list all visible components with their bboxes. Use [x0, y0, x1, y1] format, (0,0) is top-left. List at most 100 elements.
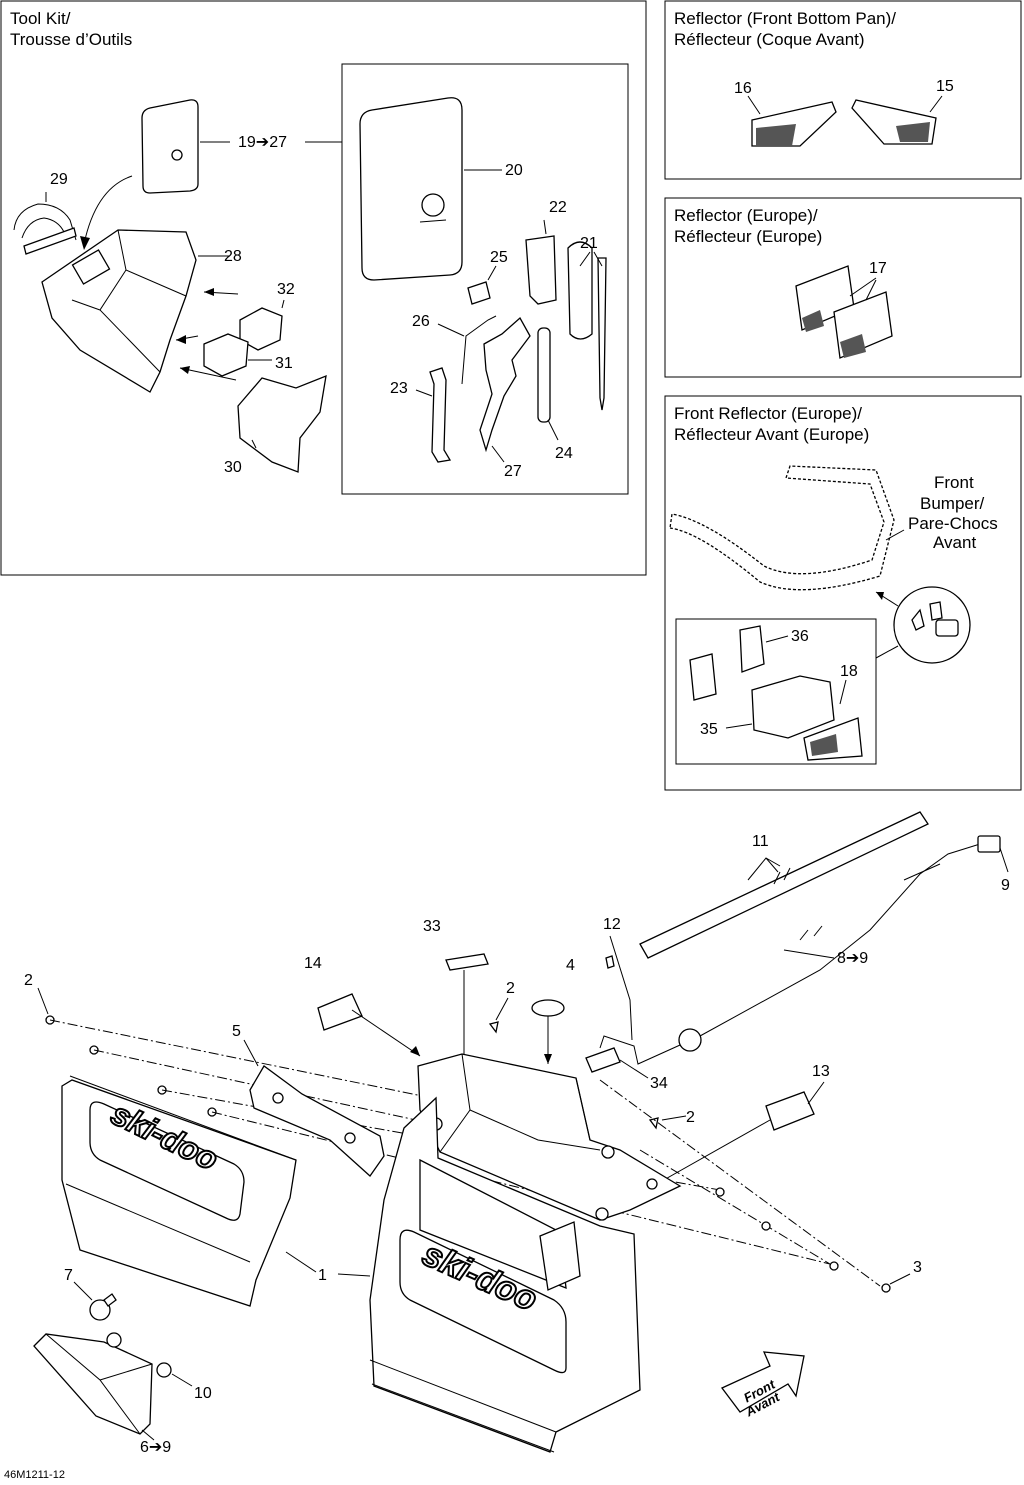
front-reflector-europe-title-line1: Front Reflector (Europe)/	[674, 404, 862, 423]
callout-8-9: 8➔9	[837, 950, 868, 967]
callout-31: 31	[275, 355, 293, 372]
part-15-reflective-area	[896, 122, 930, 142]
callout-2-left: 2	[24, 972, 33, 989]
part-35-housing	[751, 675, 835, 739]
pan-recess	[419, 1158, 567, 1290]
callout-34: 34	[650, 1075, 668, 1092]
part-29-strap-base	[23, 227, 77, 255]
part-25-clip	[467, 281, 491, 305]
part-10-grommet	[156, 1362, 172, 1378]
callout-5: 5	[232, 1023, 241, 1040]
leader-7	[73, 1281, 93, 1301]
callout-7: 7	[64, 1267, 73, 1284]
reflector-europe-title-line2: Réflecteur (Europe)	[674, 227, 822, 246]
callout-25: 25	[490, 249, 508, 266]
callout-9: 9	[1001, 877, 1010, 894]
leader-17	[849, 277, 877, 301]
install-arrow-pouch	[83, 175, 133, 245]
leader-25	[487, 265, 497, 281]
part-17a-reflective-area	[802, 310, 824, 332]
leader-23	[415, 389, 433, 397]
part-18-reflective-area	[810, 734, 838, 756]
part-31-pad	[203, 333, 249, 377]
leader-12	[609, 935, 633, 1041]
leader-26	[437, 323, 465, 337]
magnifier-link	[875, 645, 899, 659]
front-reflector-europe-frame	[664, 395, 1022, 791]
front-direction-arrow-icon	[720, 1351, 805, 1413]
callout-16: 16	[734, 80, 752, 97]
callout-32: 32	[277, 281, 295, 298]
callout-28: 28	[224, 248, 242, 265]
tool-kit-title-line1: Tool Kit/	[10, 9, 71, 28]
part-26-hex-key	[461, 315, 497, 385]
part-36-bracket-b	[689, 653, 717, 701]
fastener-2	[488, 1021, 499, 1034]
part-16-reflective-area	[756, 124, 796, 146]
arrow-head-icon	[176, 335, 186, 344]
part-28-slot	[71, 249, 111, 285]
callout-33: 33	[423, 918, 441, 935]
bumper-label-line4: Avant	[933, 533, 976, 552]
callout-6-9: 6➔9	[140, 1439, 171, 1456]
bumper-label-line3: Pare-Chocs	[908, 514, 998, 533]
arrow-head-icon	[204, 288, 214, 296]
front-bottom-pan-title-line2: Réflecteur (Coque Avant)	[674, 30, 865, 49]
leader-24	[547, 419, 559, 441]
front-reflector-europe-title-line2: Réflecteur Avant (Europe)	[674, 425, 869, 444]
callout-35: 35	[700, 721, 718, 738]
part-23-wrench	[429, 367, 452, 463]
diagram-code: 46M1211-12	[4, 1469, 65, 1481]
leader-34	[619, 1059, 649, 1079]
harness-sleeve	[903, 863, 941, 881]
callout-30: 30	[224, 459, 242, 476]
part-14-decal	[317, 993, 363, 1031]
callout-27: 27	[504, 463, 522, 480]
front-bottom-pan-title-line1: Reflector (Front Bottom Pan)/	[674, 9, 896, 28]
bumper-label-line1: Front	[934, 473, 974, 492]
leader-27	[491, 445, 505, 463]
reflector-europe-frame	[664, 197, 1022, 378]
pan-bottom-edge	[369, 1359, 557, 1453]
part-34-label	[585, 1047, 621, 1073]
leaders-15-16	[747, 95, 943, 115]
part-28-holder-edges	[71, 229, 187, 373]
reflector-europe-title-line1: Reflector (Europe)/	[674, 206, 818, 225]
callout-1: 1	[318, 1267, 327, 1284]
part-21-screwdriver-shaft	[597, 257, 607, 411]
part-9-connector	[977, 835, 1001, 853]
callout-11: 11	[752, 833, 769, 850]
tool-pouch-small	[141, 99, 199, 194]
part-8-harness	[599, 843, 981, 1065]
part-7-bulb	[89, 1299, 111, 1321]
callout-15: 15	[936, 78, 954, 95]
leader-9	[999, 847, 1009, 873]
part-27-multitool	[479, 316, 531, 453]
pouch-brand-badge-icon	[421, 193, 445, 217]
arrow-head-icon	[180, 366, 190, 374]
leader-8-9	[783, 949, 835, 959]
detail-brackets	[911, 601, 943, 631]
nut-3	[881, 1283, 891, 1293]
tool-kit-panel-frame	[0, 0, 647, 576]
pan-recess-side	[539, 1221, 581, 1291]
part-6-light	[33, 1333, 153, 1435]
callout-24: 24	[555, 445, 573, 462]
pouch-badge-stripe	[419, 219, 447, 223]
part-24-bar	[537, 327, 551, 423]
bracket-hole	[344, 1132, 356, 1144]
part-20-pouch	[359, 97, 463, 281]
part-33-label	[445, 953, 489, 971]
part-36-bracket-a	[739, 625, 765, 673]
harness-break-marks	[799, 925, 823, 941]
callout-12: 12	[603, 916, 621, 933]
leader-14	[351, 1009, 421, 1057]
pouch-logo-icon	[171, 149, 183, 161]
part-12-screw	[605, 955, 615, 969]
callout-2-top: 2	[506, 980, 515, 997]
arrow-head-icon	[80, 236, 90, 250]
detail-reflector	[935, 619, 959, 637]
callout-4: 4	[566, 957, 575, 974]
tool-kit-title-line2: Trousse d’Outils	[10, 30, 132, 49]
leader-10	[171, 1373, 193, 1387]
